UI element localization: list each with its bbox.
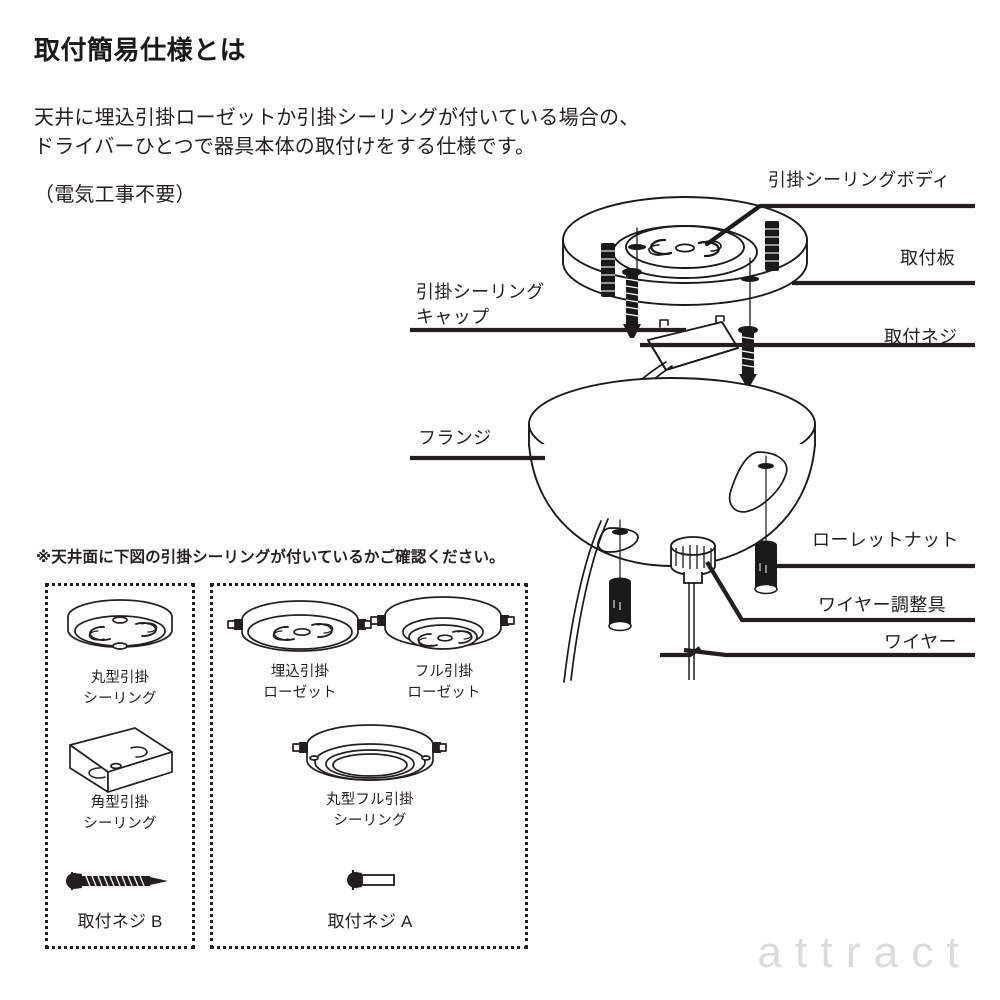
lead-line-2: ドライバーひとつで器具本体の取付けをする仕様です。 <box>34 136 536 158</box>
short-machine-screw-icon <box>347 870 395 890</box>
wire-adjuster-graphic <box>670 536 716 680</box>
no-electrical-work-note: （電気工事不要） <box>34 184 196 206</box>
lead-line-1: 天井に埋込引掛ローゼットか引掛シーリングが付いている場合の、 <box>34 107 640 129</box>
flush-hook-rosette-icon <box>227 600 372 652</box>
round-full-hook-ceiling-icon <box>292 724 447 781</box>
callout-mount-plate: 取付板 <box>900 248 956 268</box>
callout-knurled-nut: ローレットナット <box>812 530 959 550</box>
mount-screw-graphic <box>601 221 779 386</box>
caption-square-ceiling-rosette: 角型引掛 シーリング <box>83 795 157 832</box>
check-panel-left-box <box>45 583 195 949</box>
caption-full-hook-rosette: フル引掛 ローゼット <box>407 664 481 701</box>
check-panel-right-box <box>210 583 528 949</box>
caption-round-ceiling-rosette: 丸型引掛 シーリング <box>83 670 157 707</box>
callout-wire: ワイヤー <box>884 632 957 652</box>
callout-flange: フランジ <box>418 428 492 448</box>
callout-ceiling-cap: 引掛シーリング キャップ <box>416 282 545 327</box>
full-hook-rosette-icon <box>370 596 515 650</box>
callout-ceiling-body: 引掛シーリングボディ <box>768 170 951 190</box>
callout-wire-adjuster: ワイヤー調整具 <box>818 595 946 615</box>
callout-mount-screw: 取付ネジ <box>884 327 958 347</box>
long-wood-screw-icon <box>66 872 168 890</box>
square-ceiling-rosette-icon <box>69 727 173 793</box>
lead-paragraph: 天井に埋込引掛ローゼットか引掛シーリングが付いている場合の、 ドライバーひとつで… <box>34 104 639 162</box>
callout-leader-lines <box>410 203 975 658</box>
round-ceiling-rosette-icon <box>67 599 173 650</box>
caption-mount-screw-b: 取付ネジ B <box>77 912 163 931</box>
attract-watermark: attract <box>757 928 972 977</box>
caption-round-full-hook-ceiling: 丸型フル引掛 シーリング <box>326 792 414 829</box>
knurled-nut-graphic <box>608 540 778 632</box>
page-title: 取付簡易仕様とは <box>34 35 247 65</box>
caption-mount-screw-a: 取付ネジ A <box>327 912 413 931</box>
check-panel-note: ※天井面に下図の引掛シーリングが付いているかご確認ください。 <box>36 549 505 566</box>
caption-flush-hook-rosette: 埋込引掛 ローゼット <box>263 664 337 701</box>
